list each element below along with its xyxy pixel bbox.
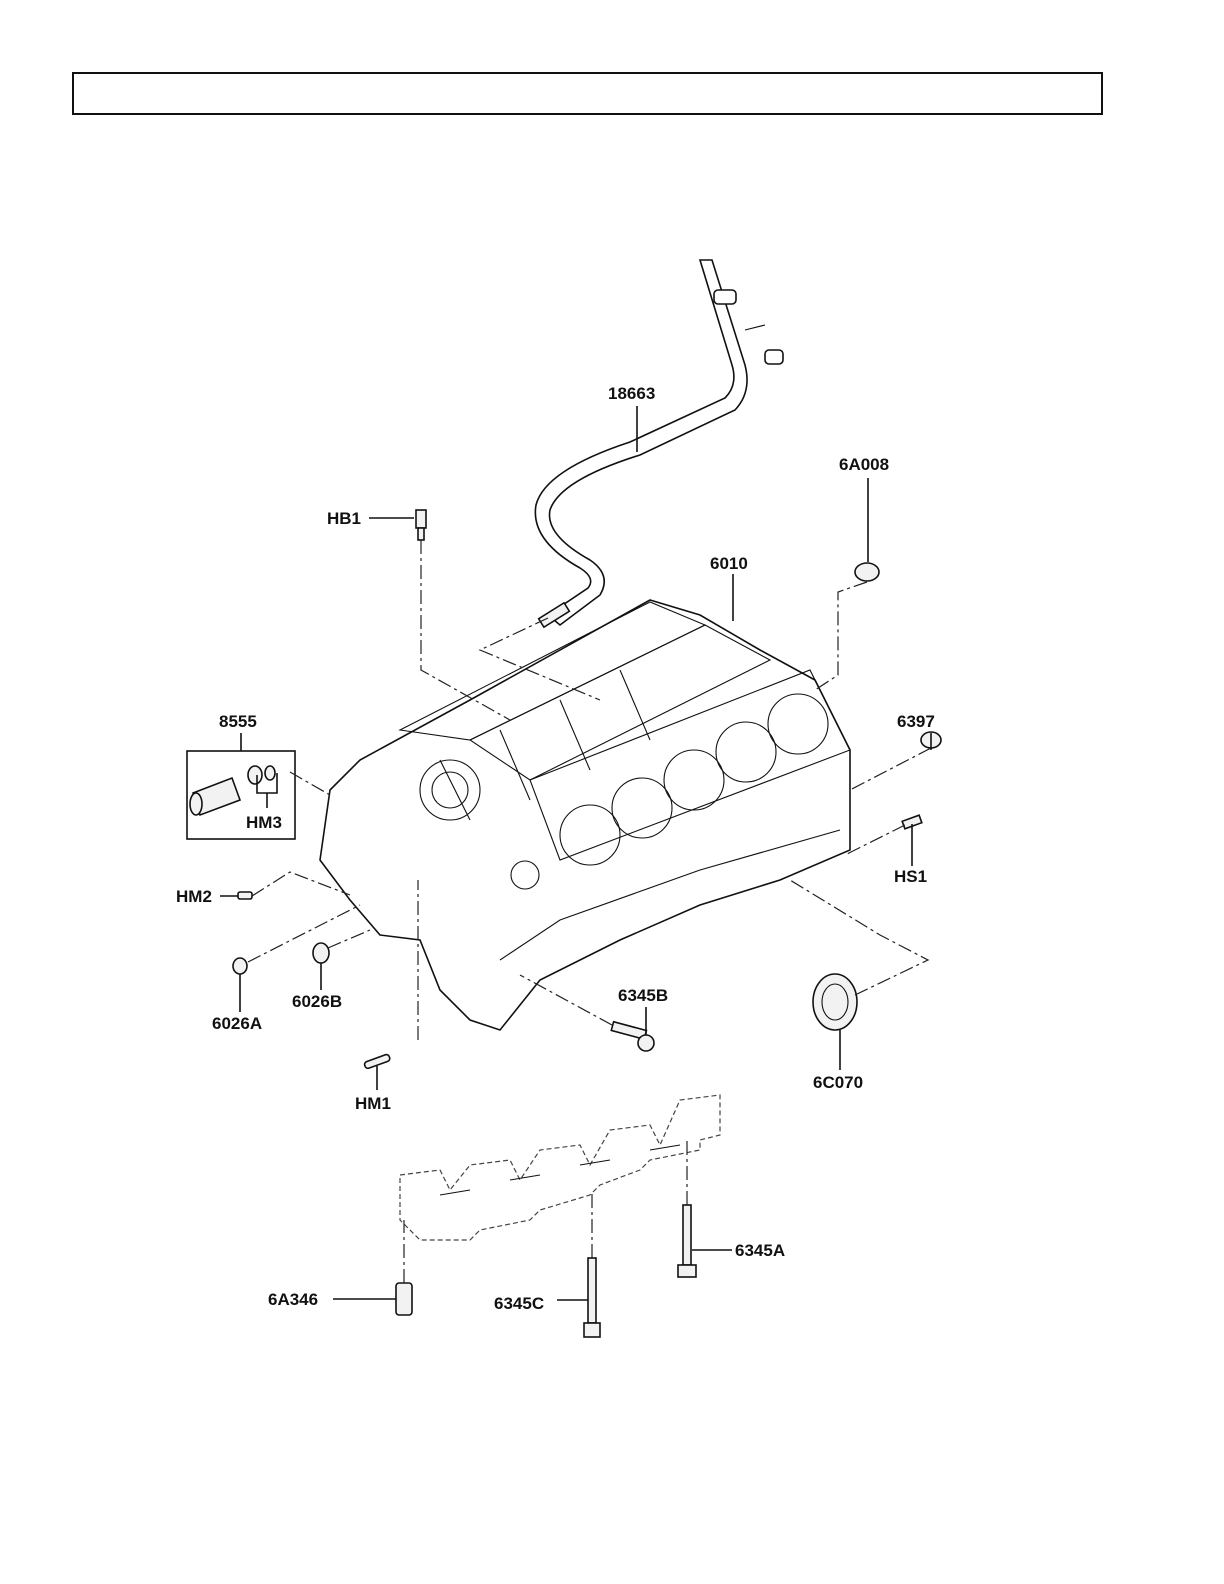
label-6c070: 6C070 (813, 1073, 863, 1092)
label-hb1: HB1 (327, 509, 361, 528)
label-hs1: HS1 (894, 867, 927, 886)
label-6a008: 6A008 (839, 455, 889, 474)
6345a-bolt-part (678, 1205, 696, 1277)
6c070-seal-part (813, 974, 857, 1030)
6a008-plug-part (855, 563, 879, 581)
label-8555: 8555 (219, 712, 257, 731)
label-hm2: HM2 (176, 887, 212, 906)
label-6a346: 6A346 (268, 1290, 318, 1309)
6a346-dowel-part (396, 1283, 412, 1315)
label-6345a: 6345A (735, 1241, 785, 1260)
6345b-bolt-part (611, 1022, 654, 1051)
label-hm3: HM3 (246, 813, 282, 832)
label-6397: 6397 (897, 712, 935, 731)
label-6026b: 6026B (292, 992, 342, 1011)
label-hm1: HM1 (355, 1094, 391, 1113)
label-6010: 6010 (710, 554, 748, 573)
6345c-stud-part (584, 1258, 600, 1337)
6026a-plug-part (233, 958, 247, 974)
label-6026a: 6026A (212, 1014, 262, 1033)
label-6345c: 6345C (494, 1294, 544, 1313)
hm2-part (238, 892, 252, 899)
label-6345b: 6345B (618, 986, 668, 1005)
label-18663: 18663 (608, 384, 655, 403)
bearing-caps-part (400, 1095, 720, 1240)
engine-block-part (320, 600, 850, 1030)
hb1-bolt-part (416, 510, 426, 540)
6026b-plug-part (313, 943, 329, 963)
